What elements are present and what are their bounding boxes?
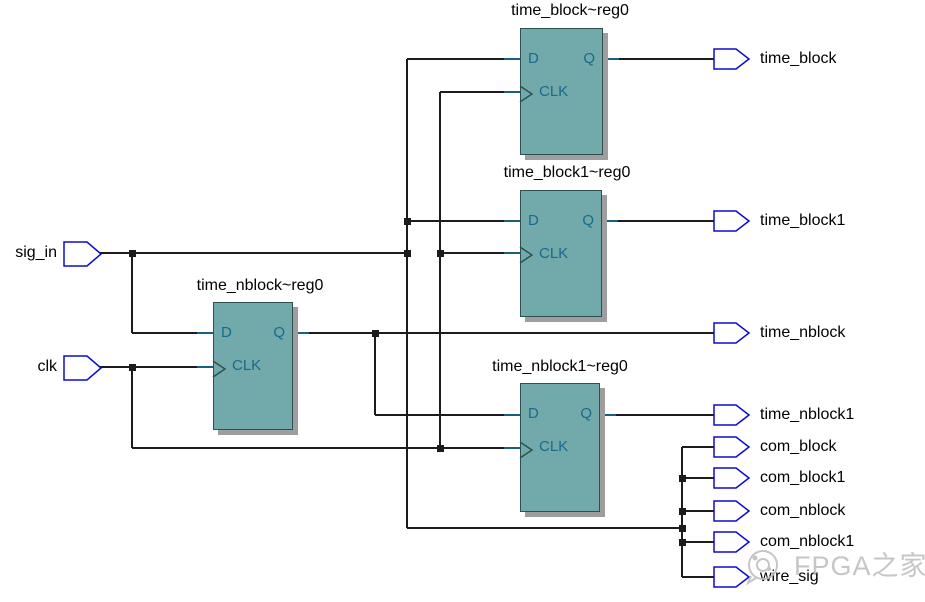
port-stub <box>197 332 213 334</box>
wire-junction-dot <box>679 475 686 482</box>
input-pin-label: clk <box>37 358 57 375</box>
watermark: FPGA之家 <box>742 543 925 589</box>
port-stub <box>603 58 619 60</box>
wire-junction-dot <box>129 250 136 257</box>
register-name: time_block~reg0 <box>511 2 629 19</box>
port-label-d: D <box>528 405 539 422</box>
net-wire_sig-wire[interactable] <box>682 576 714 578</box>
net-time_nblock1-wire[interactable] <box>600 414 714 416</box>
net-clk-wire[interactable] <box>100 366 213 368</box>
register-time_nblock1-reg0[interactable]: D Q CLK <box>519 383 600 512</box>
port-stub <box>504 91 520 93</box>
port-stub <box>293 332 309 334</box>
clock-chevron-icon <box>212 360 227 378</box>
register-time_block-reg0[interactable]: D Q CLK <box>519 28 603 155</box>
port-stub <box>504 447 520 449</box>
net-time_nblock-wire[interactable] <box>293 332 714 334</box>
watermark-text: FPGA之家 <box>794 551 925 581</box>
port-stub <box>504 58 520 60</box>
port-stub <box>197 366 213 368</box>
output-pin-label: com_block <box>760 438 837 455</box>
output-pin-label: com_block1 <box>760 469 846 486</box>
port-label-clk: CLK <box>539 245 569 262</box>
input-pin-sig_in[interactable] <box>63 241 103 267</box>
port-label-q: Q <box>582 212 594 229</box>
port-label-q: Q <box>583 50 595 67</box>
net-sig_in-wire[interactable] <box>407 220 520 222</box>
port-stub <box>504 252 520 254</box>
port-label-clk: CLK <box>539 83 569 100</box>
port-stub <box>504 414 520 416</box>
net-clk-wire[interactable] <box>440 252 520 254</box>
net-clk-wire[interactable] <box>440 91 520 93</box>
output-pin-time_block[interactable] <box>713 48 751 70</box>
input-pin-label: sig_in <box>15 244 57 261</box>
wire-junction-dot <box>372 330 379 337</box>
output-pin-time_block1[interactable] <box>713 210 751 232</box>
output-pin-com_nblock1[interactable] <box>713 531 751 553</box>
net-sig_in-wire[interactable] <box>131 253 133 333</box>
port-label-q: Q <box>273 324 285 341</box>
wire-junction-dot <box>679 539 686 546</box>
net-com_block1-wire[interactable] <box>682 477 714 479</box>
wire-junction-dot <box>129 364 136 371</box>
output-pin-label: com_nblock1 <box>760 533 855 550</box>
output-pin-label: time_block1 <box>760 212 846 229</box>
port-label-d: D <box>528 50 539 67</box>
wire-junction-dot <box>404 218 411 225</box>
input-pin-clk[interactable] <box>63 355 103 381</box>
port-stub <box>600 414 616 416</box>
net-clk-wire[interactable] <box>131 367 133 448</box>
net-sig_in-wire[interactable] <box>100 252 407 254</box>
clock-chevron-icon <box>519 85 534 103</box>
wire-junction-dot <box>437 445 444 452</box>
register-time_nblock-reg0[interactable]: D Q CLK <box>212 302 293 430</box>
port-label-d: D <box>528 212 539 229</box>
port-label-clk: CLK <box>539 438 569 455</box>
register-time_block1-reg0[interactable]: D Q CLK <box>519 190 602 317</box>
net-time_nblock-wire[interactable] <box>375 414 521 416</box>
port-stub <box>504 220 520 222</box>
clock-chevron-icon <box>519 441 534 459</box>
wire-junction-dot <box>404 250 411 257</box>
net-sig_in-wire[interactable] <box>407 58 520 60</box>
output-pin-time_nblock[interactable] <box>713 322 751 344</box>
output-pin-label: com_nblock <box>760 502 846 519</box>
wire-junction-dot <box>437 250 444 257</box>
port-label-d: D <box>221 324 232 341</box>
output-pin-com_block1[interactable] <box>713 467 751 489</box>
register-name: time_nblock1~reg0 <box>492 358 628 375</box>
net-com_nblock1-wire[interactable] <box>682 541 714 543</box>
net-clk-wire[interactable] <box>439 92 441 448</box>
output-pin-com_block[interactable] <box>713 436 751 458</box>
port-label-q: Q <box>580 405 592 422</box>
net-com_nblock-wire[interactable] <box>682 510 714 512</box>
net-sig_in-wire[interactable] <box>406 59 408 528</box>
net-clk-wire[interactable] <box>132 447 521 449</box>
clock-chevron-icon <box>519 246 534 264</box>
net-time_nblock-wire[interactable] <box>374 333 376 415</box>
port-stub <box>602 220 618 222</box>
net-sig_in-wire[interactable] <box>132 332 213 334</box>
output-pin-com_nblock[interactable] <box>713 500 751 522</box>
output-pin-wire_sig[interactable] <box>713 566 751 588</box>
wire-junction-dot <box>679 508 686 515</box>
net-com_block-wire[interactable] <box>682 446 714 448</box>
wire-junction-dot <box>679 525 686 532</box>
output-pin-label: time_block <box>760 50 837 67</box>
output-pin-time_nblock1[interactable] <box>713 404 751 426</box>
net-time_block-wire[interactable] <box>603 58 714 60</box>
net-time_block1-wire[interactable] <box>602 220 714 222</box>
register-name: time_block1~reg0 <box>503 164 631 181</box>
output-pin-label: time_nblock1 <box>760 406 855 423</box>
output-pin-label: time_nblock <box>760 324 846 341</box>
watermark-logo-icon <box>745 550 778 586</box>
net-sig_in-wire[interactable] <box>407 527 683 529</box>
register-name: time_nblock~reg0 <box>196 277 324 294</box>
port-label-clk: CLK <box>232 357 262 374</box>
